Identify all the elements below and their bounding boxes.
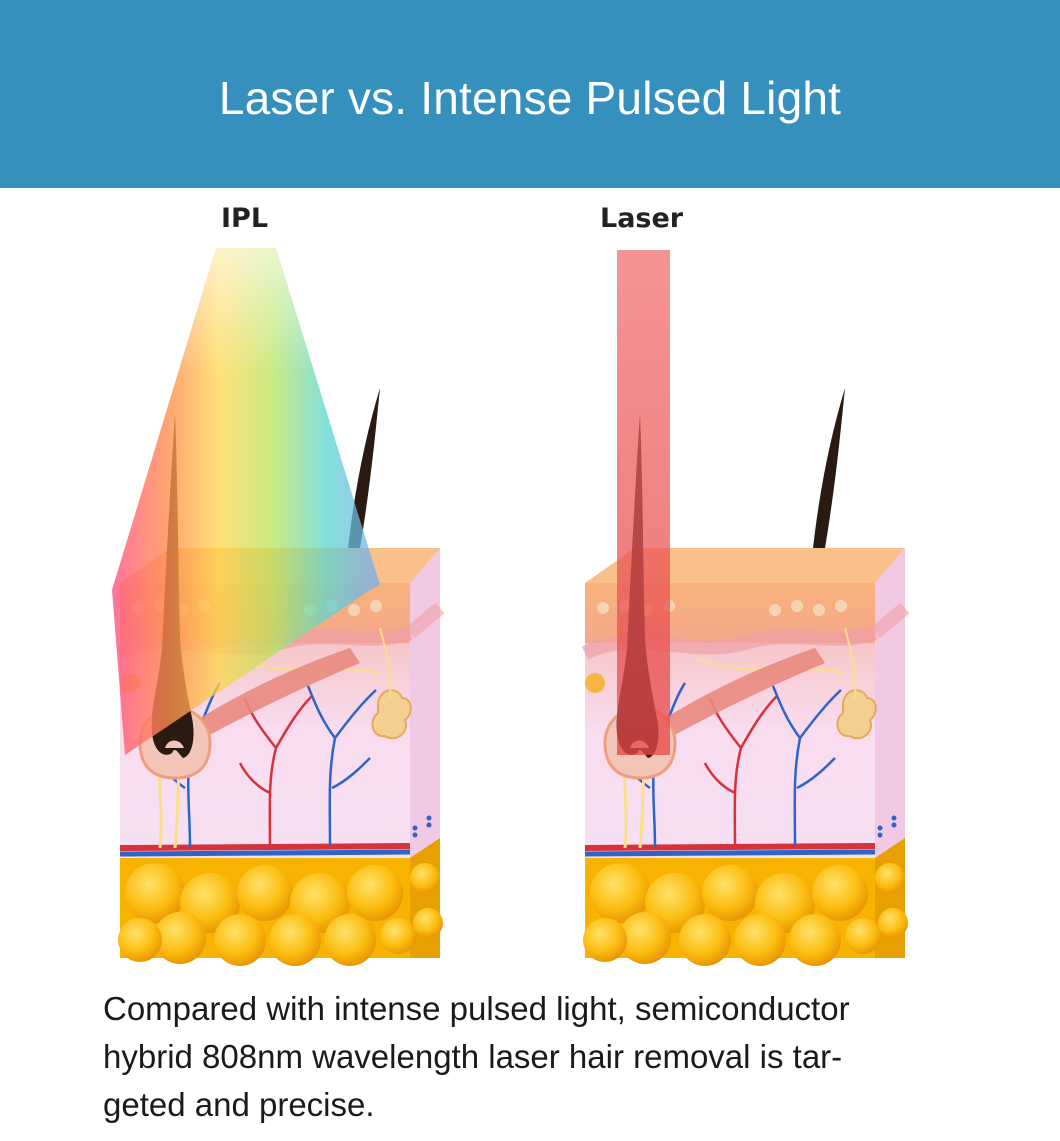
caption-line: Compared with intense pulsed light, semi… <box>103 990 850 1027</box>
caption-line: geted and precise. <box>103 1086 375 1123</box>
ipl-beam-highlight <box>112 248 380 755</box>
caption-line: hybrid 808nm wavelength laser hair remov… <box>103 1038 843 1075</box>
comparison-illustration <box>0 248 1060 980</box>
ipl-label: IPL <box>221 203 269 234</box>
laser-beam <box>617 250 670 755</box>
header-banner: Laser vs. Intense Pulsed Light <box>0 0 1060 188</box>
page-title: Laser vs. Intense Pulsed Light <box>218 72 842 124</box>
laser-label: Laser <box>600 203 684 234</box>
caption-text: Compared with intense pulsed light, semi… <box>103 985 943 1129</box>
